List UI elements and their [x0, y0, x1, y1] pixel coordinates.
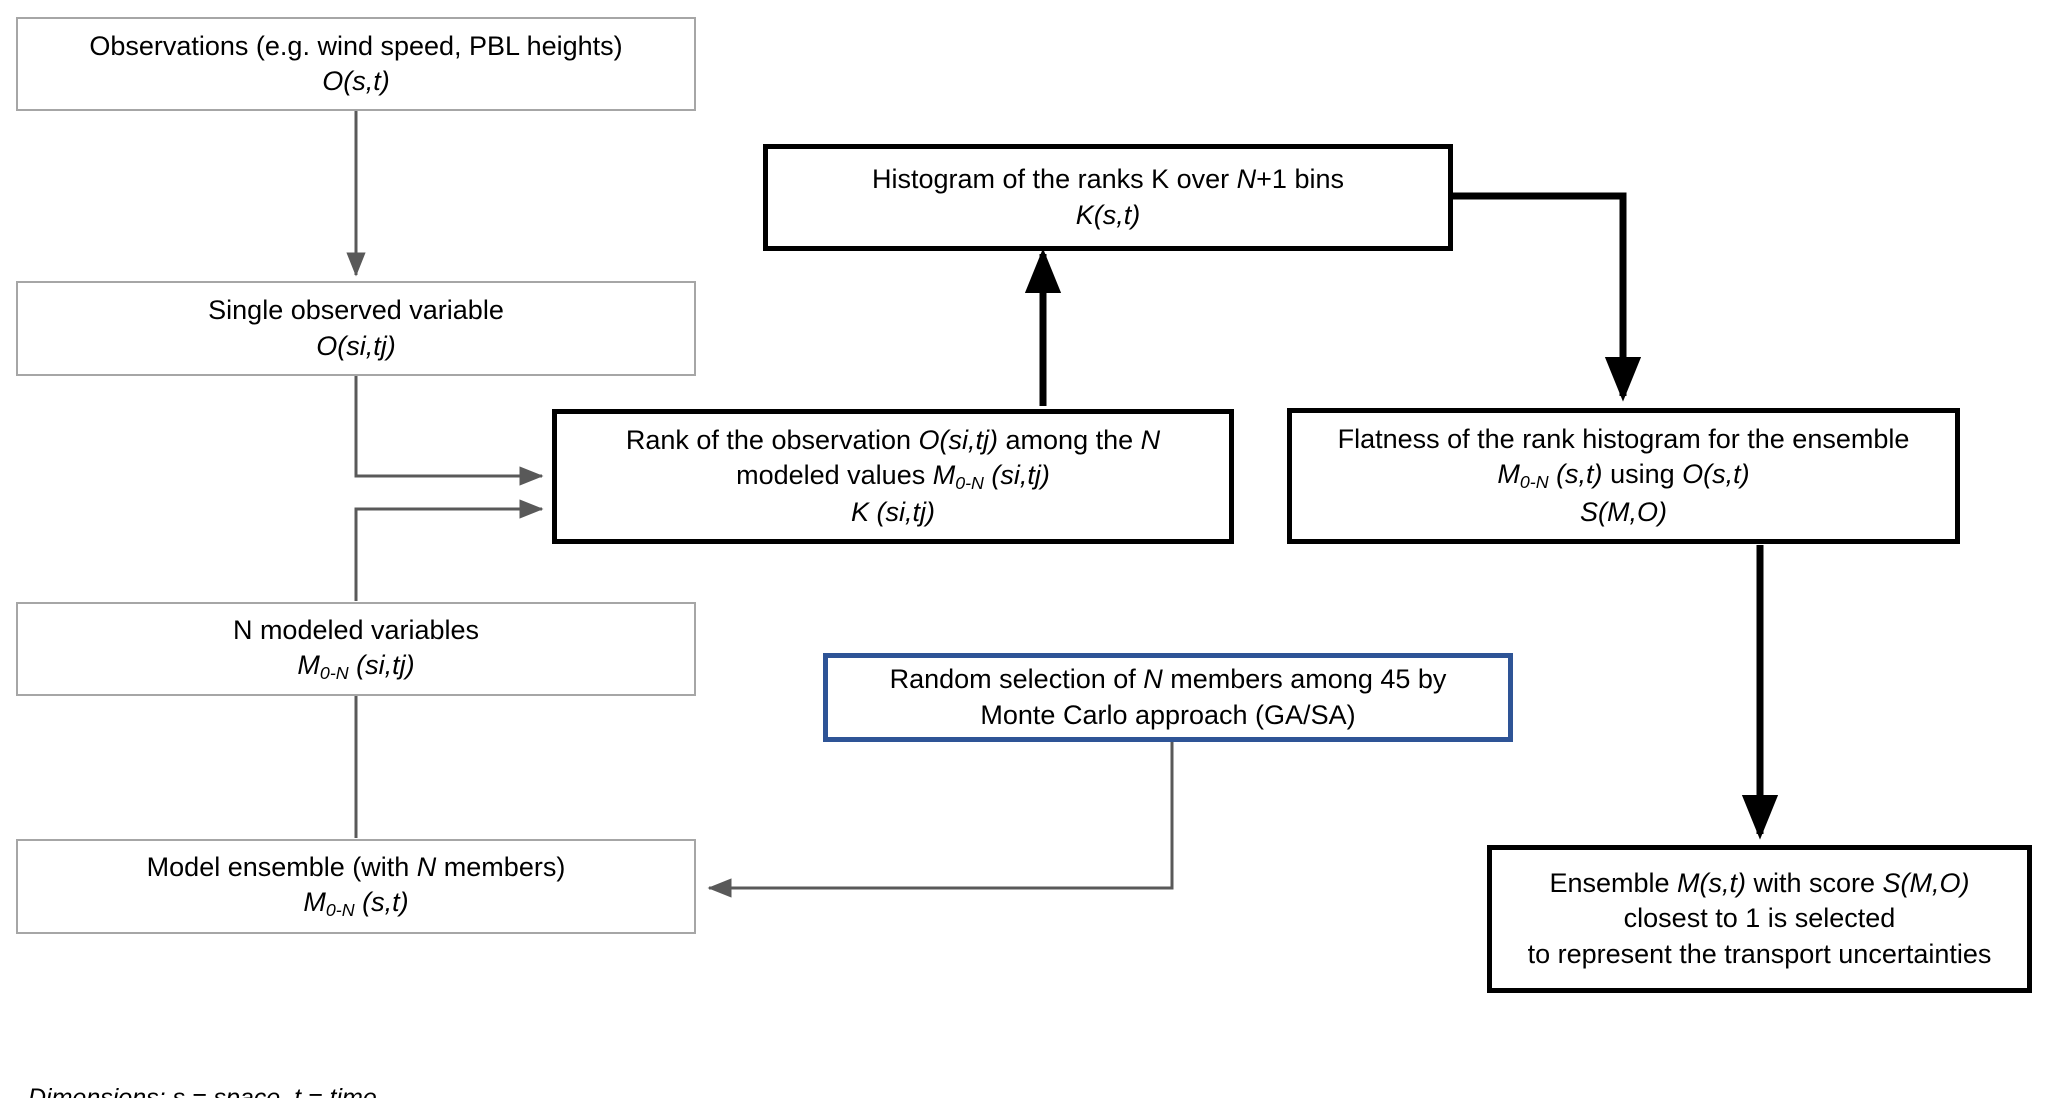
montecarlo-label-suffix: members among 45 by	[1162, 664, 1447, 695]
box-selected-ensemble-line-2: closest to 1 is selected	[1623, 903, 1896, 934]
box-model-ensemble-line-2: M0-N (s,t)	[303, 885, 408, 922]
box-flatness-line-1: Flatness of the rank histogram for the e…	[1337, 424, 1910, 455]
connector-nmodeled-to-rank	[354, 499, 544, 601]
box-monte-carlo-line-2: Monte Carlo approach (GA/SA)	[980, 699, 1356, 730]
box-flatness-line-2: M0-N (s,t) using O(s,t)	[1497, 457, 1749, 494]
histogram-label-n: N	[1236, 164, 1257, 195]
histogram-label-suffix: +1 bins	[1256, 164, 1344, 195]
box-monte-carlo-line-1: Random selection of N members among 45 b…	[890, 662, 1447, 697]
box-monte-carlo-selection[interactable]: Random selection of N members among 45 b…	[823, 653, 1513, 742]
footnote-dimensions: Dimensions: s = space, t = time i = site…	[28, 1010, 425, 1098]
flatness-symbol-m: M	[1497, 459, 1520, 490]
selected-symbol-s: S(M,O)	[1882, 868, 1970, 899]
montecarlo-label-prefix: Random selection of	[889, 664, 1144, 695]
box-rank-of-observation[interactable]: Rank of the observation O(si,tj) among t…	[552, 409, 1234, 544]
nmodeled-args: (si,tj)	[348, 649, 415, 680]
connector-histogram-to-flatness	[1452, 192, 1642, 402]
flatness-using-label: using	[1602, 459, 1683, 490]
ensemble-symbol-m: M	[303, 887, 326, 918]
box-n-modeled-variables-line-1: N modeled variables	[232, 614, 480, 645]
connector-montecarlo-to-ensemble	[707, 742, 1174, 898]
box-rank-histogram-line-2: K(s,t)	[1075, 199, 1141, 230]
rank-subscript: 0-N	[955, 472, 984, 493]
montecarlo-label-n: N	[1143, 664, 1163, 695]
flatness-args: (s,t)	[1548, 459, 1603, 490]
histogram-label-prefix: Histogram of the ranks K over	[872, 164, 1237, 195]
box-single-observed-variable[interactable]: Single observed variable O(si,tj)	[16, 281, 696, 376]
flatness-observation-symbol: O(s,t)	[1682, 459, 1750, 490]
box-single-observed-variable-line-2: O(si,tj)	[316, 330, 396, 361]
ensemble-label-prefix: Model ensemble (with	[146, 852, 417, 883]
ensemble-args: (s,t)	[354, 887, 409, 918]
box-observations-line-1: Observations (e.g. wind speed, PBL heigh…	[89, 30, 623, 61]
box-single-observed-variable-line-1: Single observed variable	[208, 295, 504, 326]
rank-label-n: N	[1140, 424, 1161, 455]
rank-modeled-prefix: modeled values	[736, 459, 933, 490]
box-n-modeled-variables[interactable]: N modeled variables M0-N (si,tj)	[16, 602, 696, 696]
nmodeled-subscript: 0-N	[319, 662, 349, 683]
flatness-subscript: 0-N	[1519, 472, 1549, 493]
box-model-ensemble[interactable]: Model ensemble (with N members) M0-N (s,…	[16, 839, 696, 934]
nmodeled-symbol-m: M	[297, 649, 320, 680]
box-flatness-of-rank-histogram[interactable]: Flatness of the rank histogram for the e…	[1287, 408, 1960, 544]
box-rank-of-observation-line-1: Rank of the observation O(si,tj) among t…	[626, 423, 1160, 458]
rank-label-middle: among the	[998, 424, 1141, 455]
rank-args: (si,tj)	[983, 459, 1050, 490]
ensemble-label-n: N	[416, 852, 437, 883]
selected-symbol-m: M(s,t)	[1677, 868, 1746, 899]
selected-label-prefix: Ensemble	[1549, 868, 1678, 899]
box-n-modeled-variables-line-2: M0-N (si,tj)	[297, 648, 414, 685]
box-observations[interactable]: Observations (e.g. wind speed, PBL heigh…	[16, 17, 696, 111]
ensemble-subscript: 0-N	[325, 900, 355, 921]
box-selected-ensemble[interactable]: Ensemble M(s,t) with score S(M,O) closes…	[1487, 845, 2032, 993]
box-model-ensemble-line-1: Model ensemble (with N members)	[147, 850, 566, 885]
rank-observation-symbol: O(si,tj)	[918, 424, 999, 455]
box-selected-ensemble-line-3: to represent the transport uncertainties	[1527, 938, 1992, 969]
box-rank-histogram[interactable]: Histogram of the ranks K over N+1 bins K…	[763, 144, 1453, 251]
box-observations-line-2: O(s,t)	[322, 66, 390, 96]
box-flatness-line-3: S(M,O)	[1580, 496, 1667, 527]
rank-label-prefix: Rank of the observation	[625, 424, 919, 455]
box-rank-of-observation-line-2: modeled values M0-N (si,tj)	[736, 458, 1050, 495]
ensemble-label-suffix: members)	[436, 852, 566, 883]
box-rank-histogram-line-1: Histogram of the ranks K over N+1 bins	[872, 162, 1344, 197]
box-selected-ensemble-line-1: Ensemble M(s,t) with score S(M,O)	[1549, 866, 1969, 901]
footnote-line-1: Dimensions: s = space, t = time	[28, 1084, 377, 1098]
rank-symbol-m: M	[932, 459, 956, 490]
selected-label-middle: with score	[1746, 868, 1883, 899]
box-rank-of-observation-line-3: K (si,tj)	[851, 497, 935, 528]
connector-single-to-rank	[354, 376, 544, 486]
